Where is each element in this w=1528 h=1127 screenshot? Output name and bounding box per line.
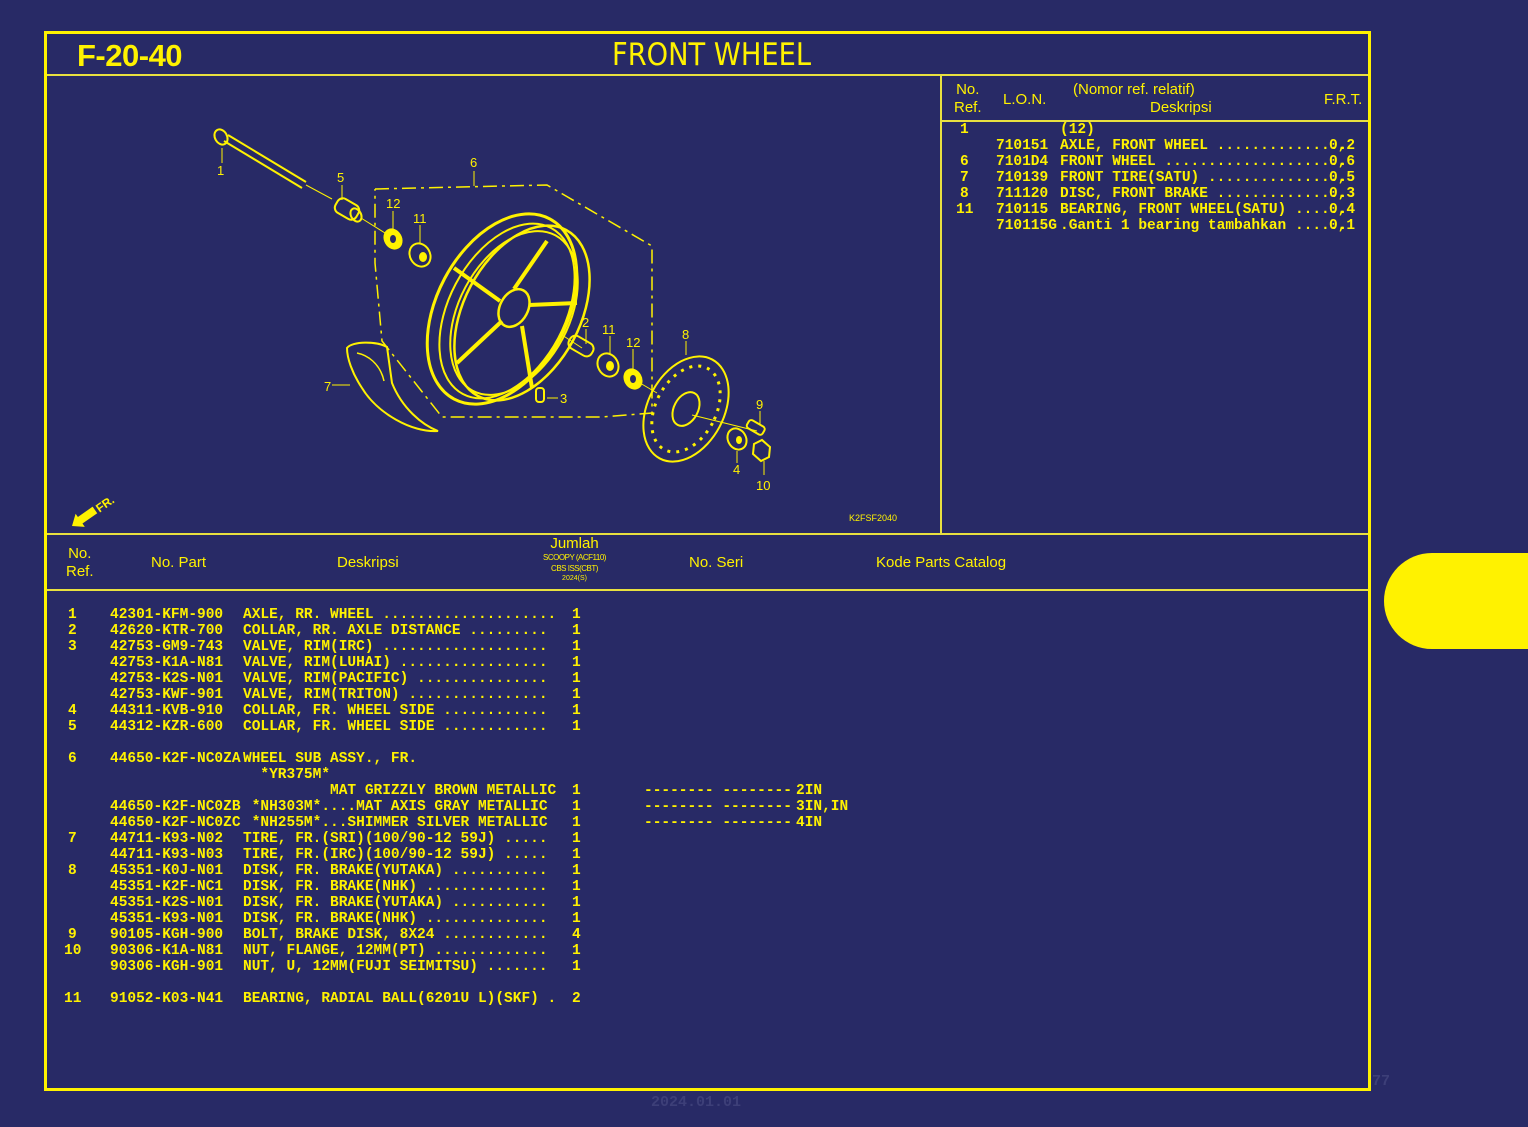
frt-row: 710115G.Ganti 1 bearing tambahkan ......… — [996, 218, 1356, 234]
parts-header-no: No. — [68, 545, 92, 562]
callout-5: 5 — [337, 170, 344, 185]
frt-header-frt: F.R.T. — [1324, 91, 1363, 108]
parts-header-jumlah: Jumlah — [550, 535, 599, 552]
parts-row-spacer — [47, 735, 947, 751]
callout-1: 1 — [217, 163, 224, 178]
frt-header-divider — [942, 120, 1368, 122]
parts-header-kode: Kode Parts Catalog — [876, 554, 1007, 571]
frt-header-desc-relatif: (Nomor ref. relatif) — [1073, 81, 1195, 98]
parts-row[interactable]: *YR375M* — [243, 767, 331, 783]
footer-page-number: 77 — [1372, 1073, 1391, 1090]
footer-date: 2024.01.01 — [651, 1094, 742, 1111]
title-divider — [47, 74, 1368, 76]
front-direction-arrow-icon: FR. — [72, 493, 117, 527]
parts-header-model: SCOOPY (ACF110) — [543, 553, 606, 562]
parts-header-no-seri: No. Seri — [689, 554, 744, 571]
svg-text:FR.: FR. — [93, 493, 117, 516]
callout-10: 10 — [756, 478, 770, 493]
callout-4: 4 — [733, 462, 740, 477]
parts-header-deskripsi: Deskripsi — [337, 554, 399, 571]
diagram-image-code: K2FSF2040 — [849, 513, 897, 523]
callout-6: 6 — [470, 155, 477, 170]
parts-header-jumlah-group: Jumlah SCOOPY (ACF110) CBS ISS(CBT) 2024… — [527, 536, 622, 584]
frt-table: No. Ref. L.O.N. (Nomor ref. relatif) Des… — [942, 76, 1368, 532]
section-code: F-20-40 — [77, 38, 183, 73]
frt-header-lon: L.O.N. — [1003, 91, 1047, 108]
frt-header-ref: Ref. — [954, 99, 982, 116]
frt-header-deskripsi: Deskripsi — [1150, 99, 1212, 116]
parts-header-model-variant: CBS ISS(CBT) — [551, 564, 598, 573]
exploded-diagram: 1 5 6 12 11 2 11 12 8 9 4 10 7 3 FR. K2F… — [47, 76, 939, 532]
callout-12-right: 12 — [626, 335, 640, 350]
parts-header-model-year: 2024(S) — [562, 575, 587, 582]
axle-part — [213, 128, 772, 475]
callout-11: 11 — [413, 211, 427, 226]
frt-row: 1(12) — [960, 122, 1095, 138]
callout-11-right: 11 — [602, 322, 616, 337]
parts-row[interactable]: 44650-K2F-NC0ZB *NH303M*....MAT AXIS GRA… — [110, 799, 849, 815]
callout-3: 3 — [560, 391, 567, 406]
front-wheel-diagram-svg: 1 5 6 12 11 2 11 12 8 9 4 10 7 3 FR. K2F… — [72, 128, 897, 527]
parts-header-no-part: No. Part — [151, 554, 207, 571]
diagram-divider — [940, 75, 942, 533]
catalog-page-frame: F-20-40 FRONT WHEEL — [44, 31, 1371, 1091]
parts-header-ref: Ref. — [66, 563, 94, 580]
page-title: FRONT WHEEL — [612, 37, 812, 73]
parts-header-divider — [47, 589, 1368, 591]
parts-row-spacer — [47, 975, 947, 991]
callout-7: 7 — [324, 379, 331, 394]
frt-header-no: No. — [956, 81, 980, 98]
callout-12: 12 — [386, 196, 400, 211]
parts-table-header: No. Ref. No. Part Deskripsi Jumlah SCOOP… — [47, 535, 1368, 589]
side-navigation-tab[interactable] — [1384, 553, 1528, 649]
parts-table-top-divider — [47, 533, 1368, 535]
callout-2: 2 — [582, 315, 589, 330]
callout-9: 9 — [756, 397, 763, 412]
callout-8: 8 — [682, 327, 689, 342]
parts-row[interactable]: 44650-K2F-NC0ZC *NH255M*...SHIMMER SILVE… — [110, 815, 823, 831]
